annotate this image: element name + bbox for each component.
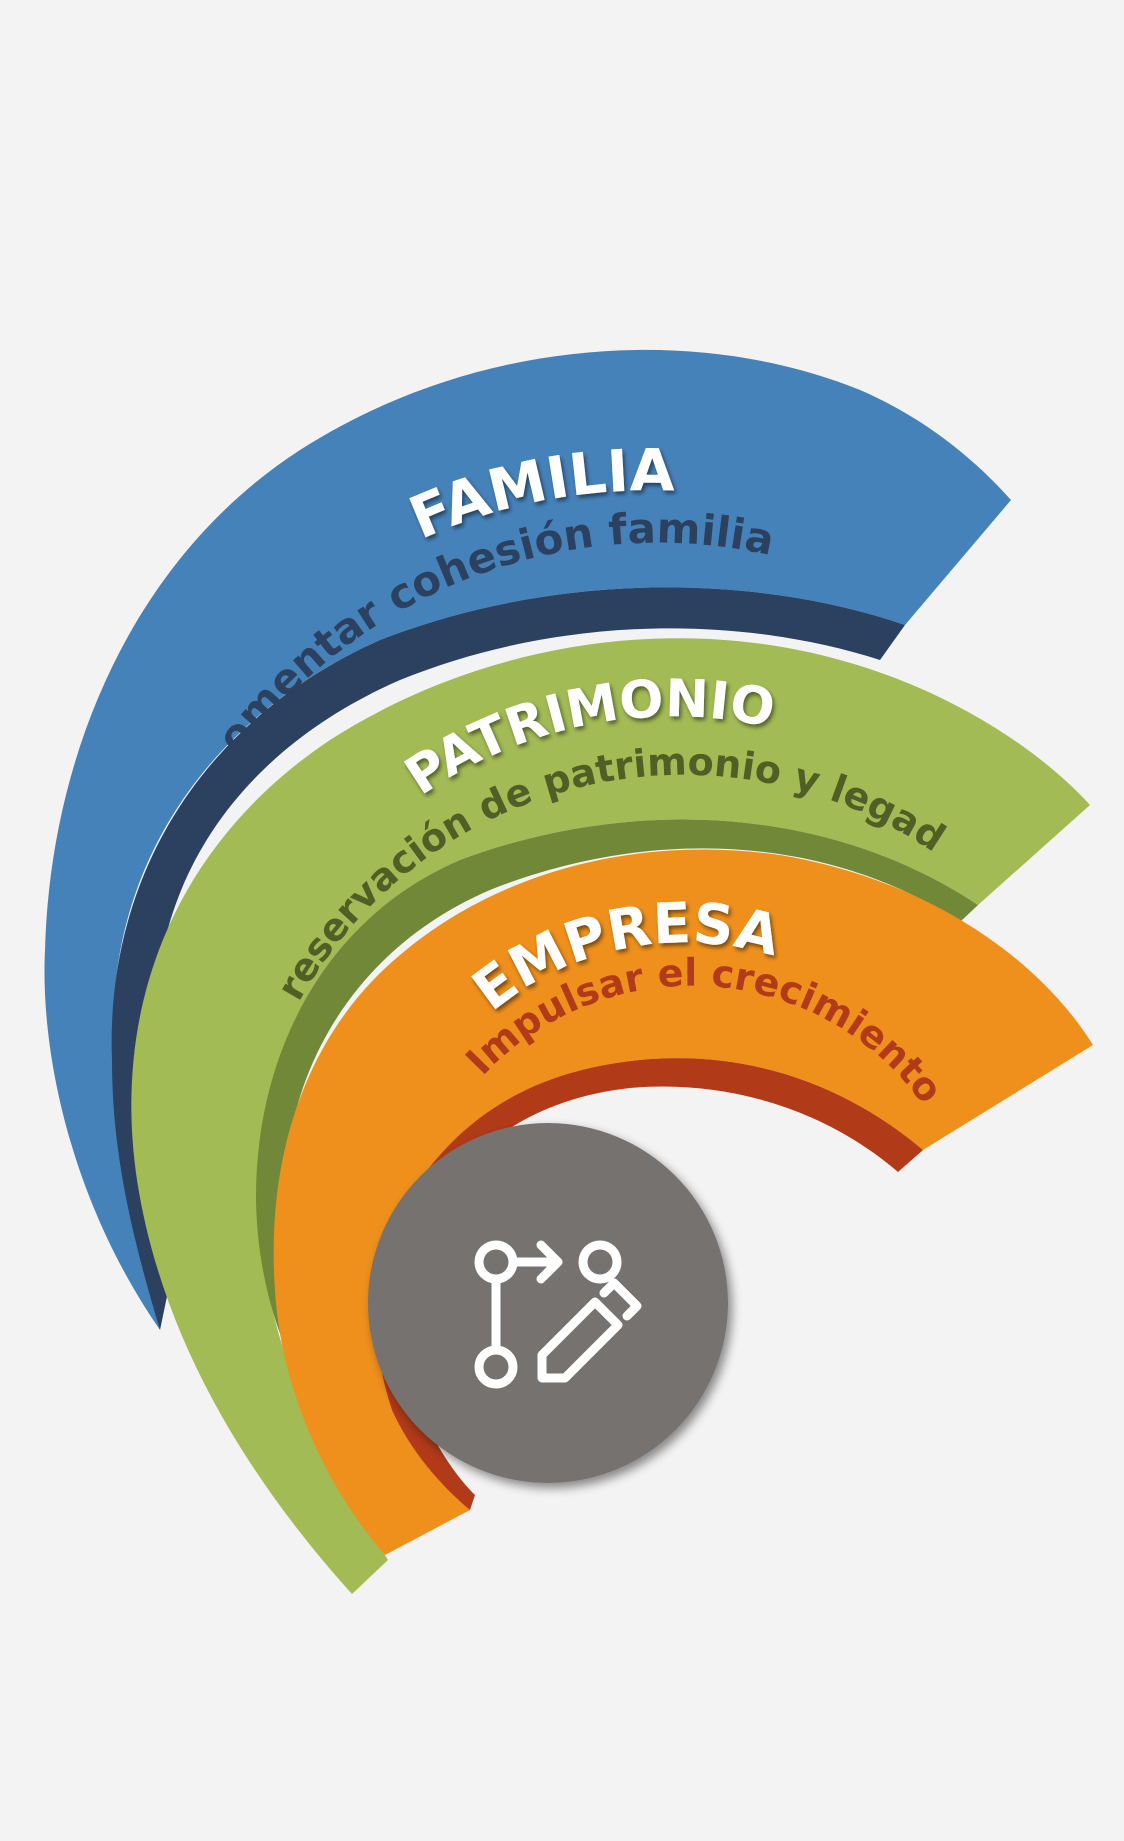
ring-empresa-inner-edge <box>377 1058 923 1510</box>
ring-patrimonio <box>131 638 1090 1594</box>
git-pull-request-edit-icon <box>474 1240 642 1389</box>
ring-familia-band <box>44 349 1011 1330</box>
ring-familia <box>44 349 1011 1330</box>
ring-patrimonio-band <box>131 638 1090 1594</box>
ring-empresa-band <box>273 849 1093 1555</box>
center-circle <box>368 1123 728 1483</box>
ring-empresa <box>273 849 1093 1555</box>
ring-patrimonio-inner-edge <box>255 819 978 1470</box>
center-hub <box>368 1123 728 1483</box>
